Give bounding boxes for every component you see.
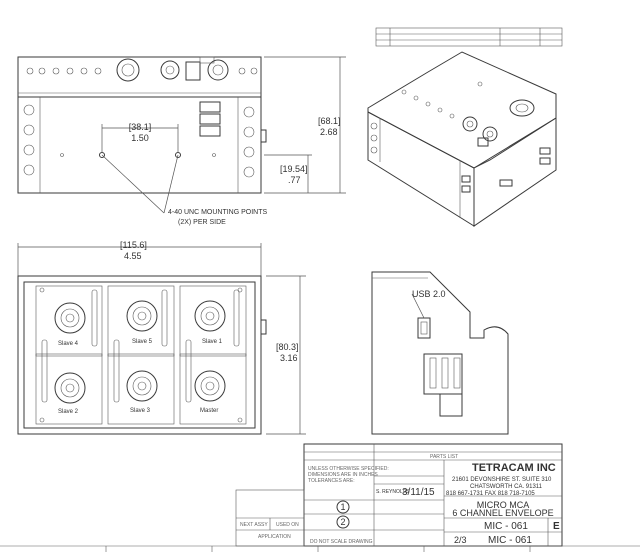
channel-label: Slave 2 xyxy=(58,409,79,415)
front-dim-height-in: 2.68 xyxy=(320,127,338,137)
sheet-number: 2/3 xyxy=(454,535,467,545)
mounting-note-line2: (2X) PER SIDE xyxy=(178,219,226,226)
front-connector-large xyxy=(116,58,140,82)
next-assy-label: NEXT ASSY xyxy=(240,522,268,528)
top-dim-height-mm: [80.3] xyxy=(276,342,299,352)
mounting-note-line1: 4-40 UNC MOUNTING POINTS xyxy=(168,209,268,216)
front-dim-height-mm: [68.1] xyxy=(318,116,341,126)
side-view-outline xyxy=(371,271,509,435)
dims-note: DIMENSIONS ARE IN INCHES xyxy=(308,472,378,478)
top-view-outline xyxy=(17,275,262,435)
company-address-1: 21601 DEVONSHIRE ST. SUITE 310 xyxy=(452,477,552,483)
channel-label: Slave 5 xyxy=(132,339,153,345)
channel-label: Master xyxy=(200,408,218,414)
callout-circle-1: 1 xyxy=(340,502,345,512)
front-connector-round xyxy=(207,59,229,81)
part-number-2: MIC - 061 xyxy=(488,535,532,546)
application-label: APPLICATION xyxy=(258,534,291,540)
front-connector-medium xyxy=(160,60,180,80)
isometric-view xyxy=(367,27,563,227)
front-dim-offset-mm: [19.54] xyxy=(280,164,308,174)
title-block: PARTS LIST UNLESS OTHERWISE SPECIFIED: D… xyxy=(235,443,563,547)
top-dim-width-mm: [115.6] xyxy=(120,240,147,250)
top-dim-height-in: 3.16 xyxy=(280,353,298,363)
company-address-2: CHATSWORTH CA. 91311 xyxy=(470,484,543,490)
unless-note: UNLESS OTHERWISE SPECIFIED: xyxy=(308,466,389,472)
used-on-label: USED ON xyxy=(276,522,299,528)
front-dim-width-mm: [38.1] xyxy=(129,122,152,132)
revision: E xyxy=(553,521,560,532)
drawn-by: S. REYNOLDS xyxy=(376,489,410,495)
channel-label: Slave 3 xyxy=(130,408,151,414)
usb-port xyxy=(417,317,431,339)
top-view: [115.6] 4.55 Slave 4 Slave 5 Slave xyxy=(17,240,306,435)
front-view-body xyxy=(17,96,262,194)
front-view: [38.1] 1.50 [68.1] 2.68 [19.54] .77 4-40… xyxy=(17,56,346,226)
iso-top-face xyxy=(367,51,557,169)
part-number: MIC - 061 xyxy=(484,521,528,532)
border-zone-marks xyxy=(0,545,640,552)
channel-label: Slave 4 xyxy=(58,341,79,347)
company-phone: 818 667-1731 FAX 818 718-7105 xyxy=(446,491,535,497)
tolerances-note: TOLERANCES ARE: xyxy=(308,478,355,484)
usb-label: USB 2.0 xyxy=(412,289,446,299)
front-dim-width-in: 1.50 xyxy=(131,133,149,143)
dont-scale-note: DO NOT SCALE DRAWING xyxy=(310,539,373,545)
front-dim-offset-in: .77 xyxy=(288,175,301,185)
company-name: TETRACAM INC xyxy=(472,462,556,474)
callout-circle-2: 2 xyxy=(340,517,345,527)
top-dim-width-in: 4.55 xyxy=(124,251,142,261)
drawing-date: 3/11/15 xyxy=(402,487,435,498)
drawing-title-1: MICRO MCA xyxy=(477,500,530,510)
parts-list-label: PARTS LIST xyxy=(430,454,458,460)
channel-label: Slave 1 xyxy=(202,339,223,345)
drawing-title-2: 6 CHANNEL ENVELOPE xyxy=(452,508,553,518)
side-view: USB 2.0 xyxy=(371,271,509,435)
